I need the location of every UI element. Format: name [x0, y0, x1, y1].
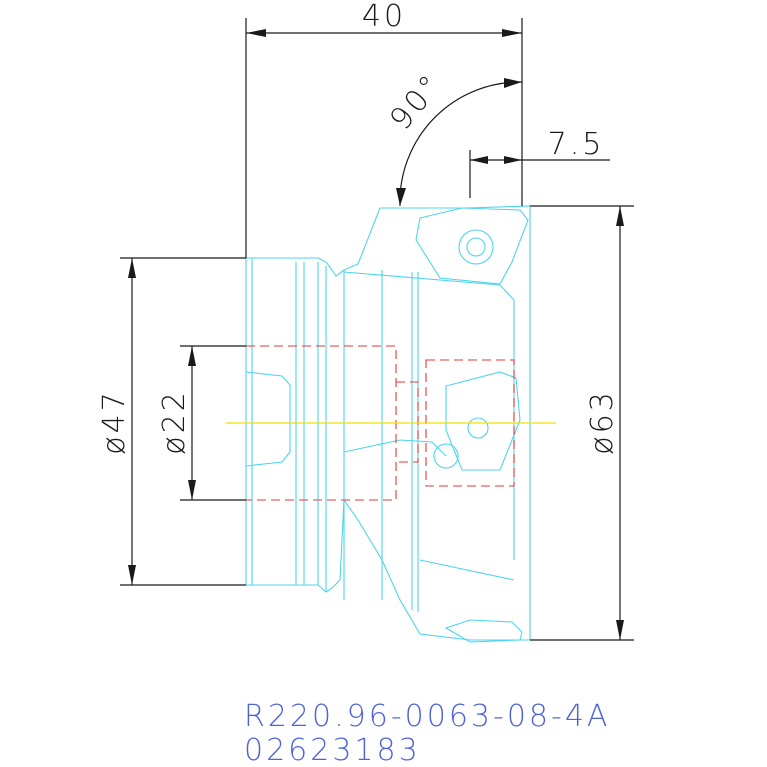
- shank-arrowhead-bottom: [128, 565, 136, 585]
- middle-insert-screw: [467, 417, 489, 439]
- angle-label: 90°: [383, 67, 450, 137]
- top-insert-screw: [458, 229, 494, 265]
- shank-body: [245, 205, 531, 641]
- dim-bore-diameter: ø22: [157, 345, 246, 501]
- overall-length-label: 40: [362, 0, 406, 34]
- top-insert: [415, 207, 529, 285]
- cutter-arrowhead-bottom: [616, 620, 624, 640]
- arrowhead-left: [246, 29, 266, 37]
- depth-arrowhead-left: [470, 156, 488, 164]
- cutter-arrowhead-top: [616, 206, 624, 226]
- dim-shank-diameter: ø47: [97, 257, 246, 586]
- angle-arrowhead-top: [504, 78, 522, 88]
- bore-arrowhead-bottom: [188, 480, 196, 500]
- keyway-slot: [245, 371, 291, 467]
- shank-arrowhead-top: [128, 258, 136, 278]
- order-code: 02623183: [244, 733, 421, 767]
- body-top-edge: [343, 271, 501, 286]
- arrowhead-right: [502, 29, 522, 37]
- body-top-chamfer: [499, 284, 515, 301]
- cutter-diameter-label: ø63: [585, 389, 620, 455]
- bottom-insert: [444, 619, 523, 643]
- cutting-depth-label: 7.5: [548, 127, 605, 162]
- top-insert-screw-inner: [466, 237, 486, 257]
- body-lower-curve: [343, 439, 447, 457]
- part-number: R220.96-0063-08-4A: [244, 699, 610, 734]
- middle-insert-pin: [433, 443, 459, 469]
- front-recess-hidden: [425, 359, 515, 487]
- dim-cutter-diameter: ø63: [530, 205, 634, 641]
- bore-diameter-label: ø22: [157, 389, 192, 455]
- shank-diameter-label: ø47: [97, 389, 132, 455]
- counterbore-hidden: [396, 381, 419, 463]
- part-outline: [245, 205, 531, 643]
- dim-overall-length: 40: [245, 0, 523, 258]
- angle-arrowhead-bottom: [396, 188, 406, 206]
- dim-insert-angle: 90°: [383, 67, 523, 207]
- angle-arc: [399, 81, 523, 207]
- dim-cutting-depth: 7.5: [469, 127, 610, 198]
- middle-insert: [445, 371, 521, 471]
- depth-arrowhead-right: [504, 156, 522, 164]
- bore-arrowhead-top: [188, 346, 196, 366]
- body-bottom-edge: [419, 559, 515, 581]
